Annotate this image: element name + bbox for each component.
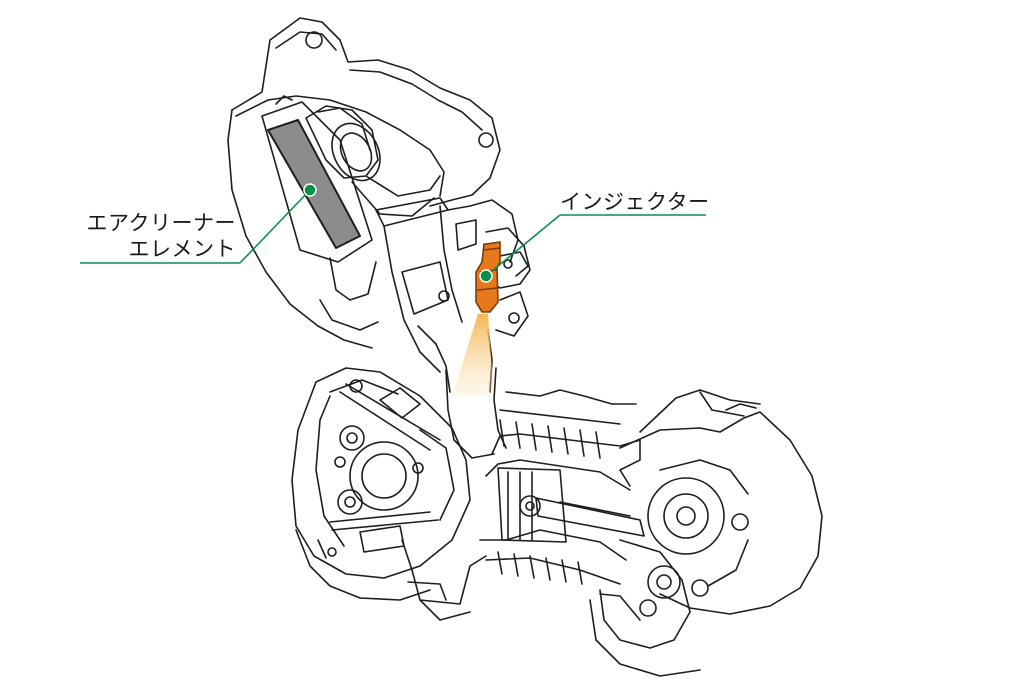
- air-cleaner-element-label: エアクリーナー エレメント: [78, 210, 236, 262]
- injector-label: インジェクター: [560, 190, 710, 214]
- crankcase: [589, 389, 823, 677]
- throttle-body: [375, 197, 529, 393]
- leader-injector: [479, 214, 706, 283]
- cylinder-block: [479, 389, 645, 585]
- injector-mount: [485, 227, 531, 289]
- leader-air-cleaner: [80, 183, 317, 264]
- fuel-spray: [452, 314, 494, 396]
- intake-duct: [305, 105, 441, 217]
- lower-case: [401, 539, 487, 621]
- air-cleaner-element: [267, 119, 361, 249]
- intake-port: [445, 367, 507, 459]
- air-cleaner-label-line2: エレメント: [128, 237, 236, 261]
- air-box: [227, 17, 501, 349]
- cylinder-head: [291, 367, 471, 601]
- air-cleaner-label-line1: エアクリーナー: [86, 211, 236, 235]
